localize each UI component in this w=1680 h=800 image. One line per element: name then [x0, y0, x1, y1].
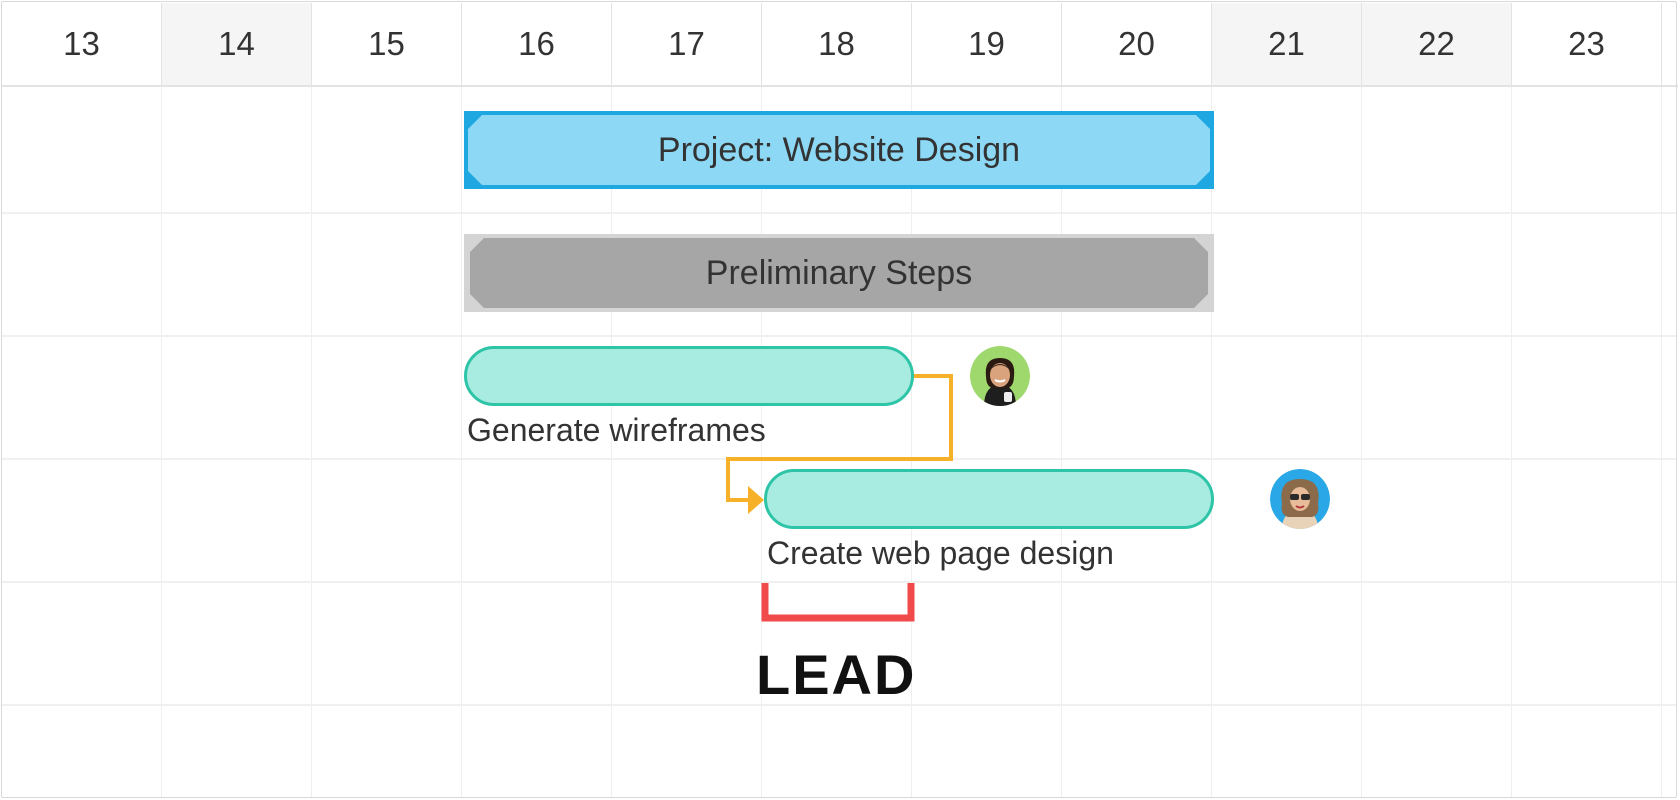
project-bar-fill: Project: Website Design [468, 115, 1210, 185]
grid-row-line [2, 581, 1676, 583]
grid-column-line [611, 87, 612, 797]
grid-column-line [1211, 87, 1212, 797]
summary-bar-fill: Preliminary Steps [470, 238, 1208, 308]
task-label-generate-wireframes: Generate wireframes [467, 412, 766, 448]
grid-column-line [161, 87, 162, 797]
project-bar[interactable]: Project: Website Design [464, 111, 1214, 189]
day-header-13: 13 [2, 3, 162, 87]
day-header-17: 17 [612, 3, 762, 87]
day-header-18: 18 [762, 3, 912, 87]
day-header-20: 20 [1062, 3, 1212, 87]
grid-row-line [2, 212, 1676, 214]
assignee-avatar-woman-sunglasses[interactable] [1270, 469, 1330, 529]
day-header-15: 15 [312, 3, 462, 87]
grid-column-line [1361, 87, 1362, 797]
avatar-woman-icon [970, 346, 1030, 406]
day-header-overflow [1662, 3, 1678, 87]
grid-column-line [461, 87, 462, 797]
lead-label: LEAD [756, 643, 917, 706]
task-label-create-web-page-design: Create web page design [767, 535, 1114, 571]
grid-column-line [1661, 87, 1662, 797]
lead-bracket [761, 583, 915, 622]
summary-bar-label: Preliminary Steps [705, 253, 973, 292]
day-header-21: 21 [1212, 3, 1362, 87]
task-bar-create-web-page-design[interactable] [764, 469, 1214, 529]
day-header-19: 19 [912, 3, 1062, 87]
grid-column-line [311, 87, 312, 797]
assignee-avatar-woman[interactable] [970, 346, 1030, 406]
grid-row-line [2, 335, 1676, 337]
day-header-22: 22 [1362, 3, 1512, 87]
project-bar-label: Project: Website Design [657, 130, 1021, 169]
grid-column-line [1511, 87, 1512, 797]
grid-column-line [1061, 87, 1062, 797]
day-header-23: 23 [1512, 3, 1662, 87]
grid-row-line [2, 704, 1676, 706]
day-header-16: 16 [462, 3, 612, 87]
grid-row-line [2, 458, 1676, 460]
task-bar-generate-wireframes[interactable] [464, 346, 914, 406]
avatar-woman-sunglasses-icon [1270, 469, 1330, 529]
summary-bar[interactable]: Preliminary Steps [464, 234, 1214, 312]
day-header-14: 14 [162, 3, 312, 87]
